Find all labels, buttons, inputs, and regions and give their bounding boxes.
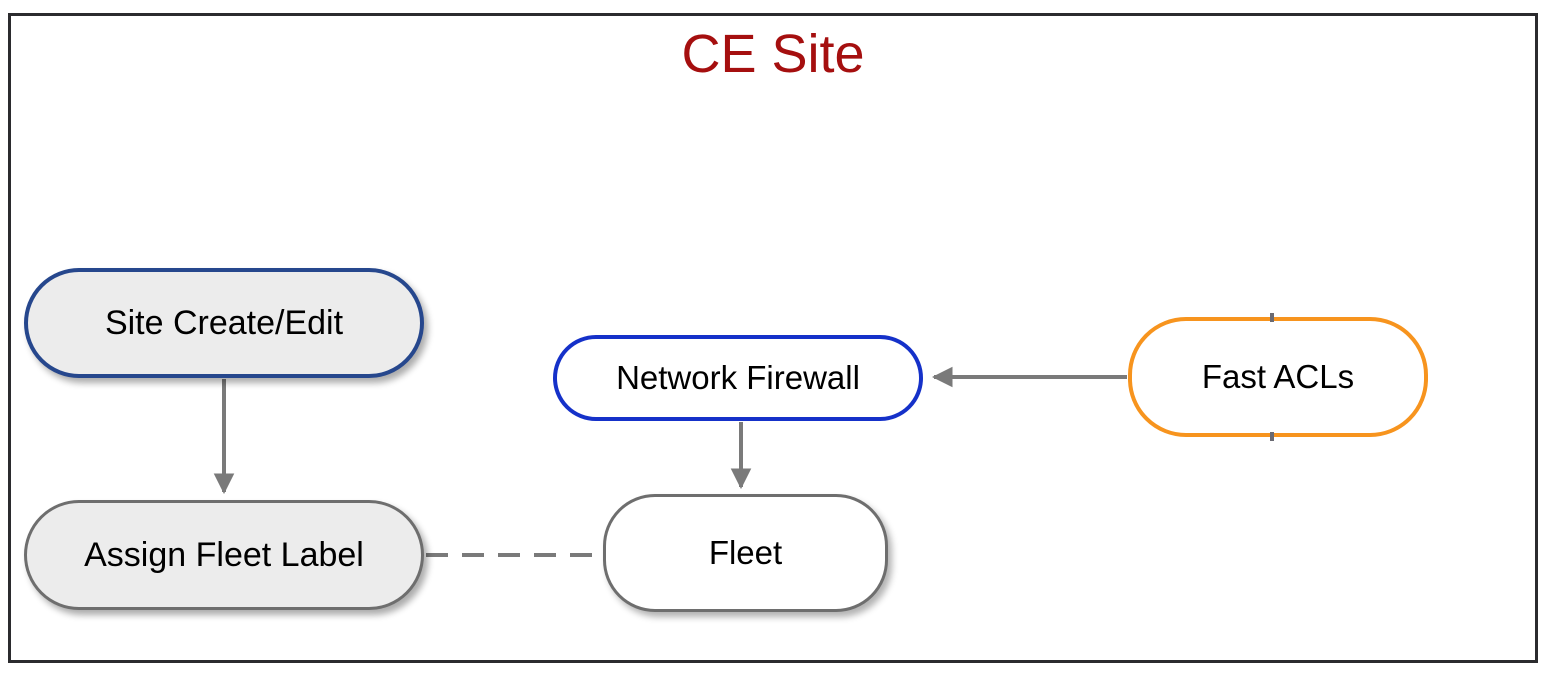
node-assign-fleet-label[interactable]: Assign Fleet Label (24, 500, 424, 610)
page-title: CE Site (681, 24, 865, 84)
node-label: Fleet (708, 534, 783, 571)
node-fleet[interactable]: Fleet (603, 494, 888, 612)
selection-handle-tick-top[interactable] (1270, 313, 1274, 322)
node-label: Network Firewall (616, 359, 860, 396)
node-network-firewall[interactable]: Network Firewall (553, 335, 923, 421)
node-label: Site Create/Edit (104, 303, 344, 342)
node-fast-acls[interactable]: Fast ACLs (1128, 317, 1428, 437)
selection-handle-tick-bottom[interactable] (1270, 432, 1274, 441)
node-site-create-edit[interactable]: Site Create/Edit (24, 268, 424, 378)
node-label: Assign Fleet Label (84, 535, 364, 574)
node-label: Fast ACLs (1201, 358, 1355, 395)
